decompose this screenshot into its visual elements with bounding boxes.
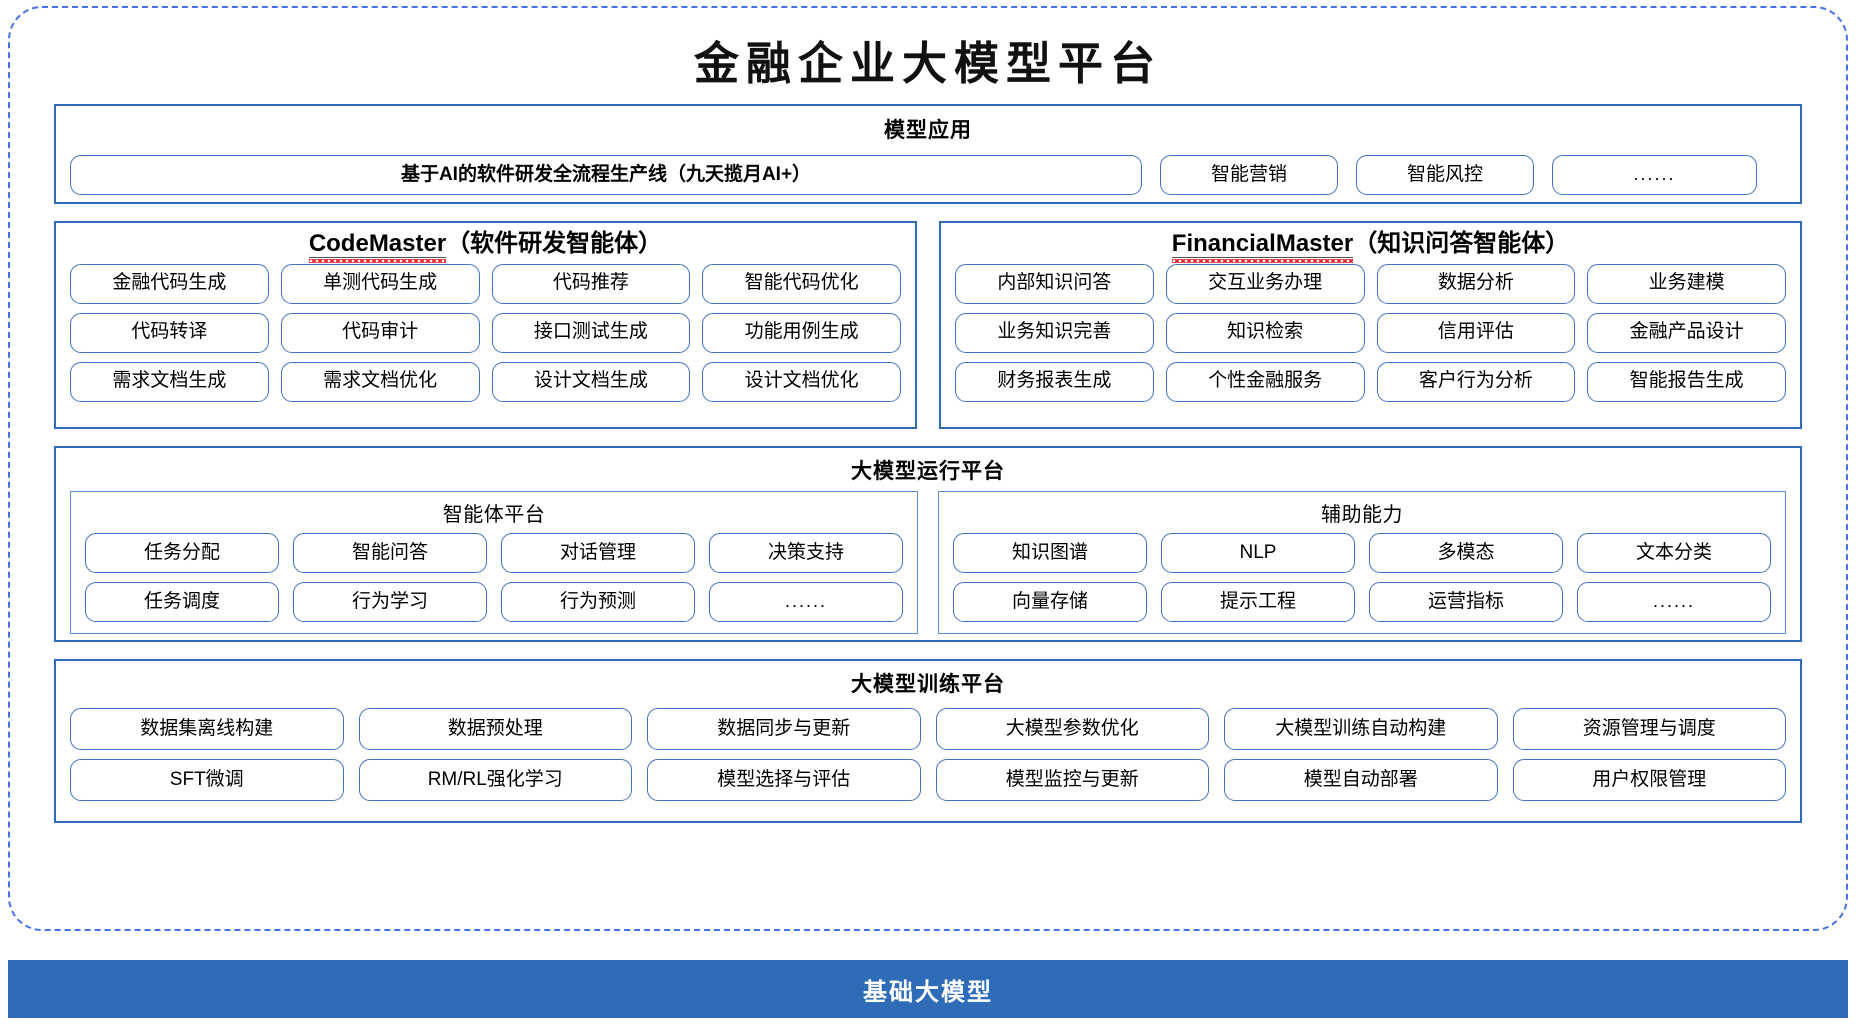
runtime-pill[interactable]: 智能问答 (293, 533, 487, 573)
capability-pill[interactable]: 单测代码生成 (280, 263, 480, 304)
section-training-platform: 大模型训练平台 数据集离线构建 数据预处理 数据同步与更新 大模型参数优化 大模… (54, 659, 1802, 823)
capability-pill[interactable]: 业务建模 (1587, 263, 1786, 304)
section-agent-codemaster: CodeMaster（软件研发智能体） 金融代码生成 单测代码生成 代码推荐 智… (54, 221, 917, 429)
capability-pill[interactable]: 数据分析 (1376, 263, 1576, 304)
training-pill[interactable]: 模型监控与更新 (935, 759, 1209, 801)
section-title-model-applications: 模型应用 (884, 119, 972, 142)
platform-outer-frame: 金融企业大模型平台 模型应用 基于AI的软件研发全流程生产线（九天揽月AI+） … (8, 6, 1848, 931)
capability-pill[interactable]: 财务报表生成 (955, 361, 1154, 402)
runtime-pill[interactable]: 对话管理 (501, 533, 695, 573)
runtime-pill[interactable]: 运营指标 (1369, 582, 1563, 622)
capability-pill[interactable]: 内部知识问答 (955, 263, 1154, 304)
training-pill[interactable]: 模型自动部署 (1224, 759, 1498, 801)
training-pill[interactable]: 数据预处理 (358, 708, 632, 750)
capability-pill[interactable]: 设计文档生成 (491, 361, 691, 402)
runtime-pill[interactable]: 行为预测 (501, 582, 695, 622)
runtime-pill[interactable]: 知识图谱 (953, 533, 1147, 573)
agent-cn-name-financialmaster: （知识问答智能体） (1353, 230, 1570, 257)
agent-platform-grid: 任务分配 智能问答 对话管理 决策支持 任务调度 行为学习 行为预测 .....… (85, 533, 903, 622)
runtime-pill[interactable]: 任务调度 (85, 582, 279, 622)
agent-cn-name-codemaster: （软件研发智能体） (446, 230, 663, 257)
app-pill-more[interactable]: ...... (1552, 155, 1757, 195)
app-pill-ai-sdlc[interactable]: 基于AI的软件研发全流程生产线（九天揽月AI+） (70, 155, 1142, 195)
capability-pill[interactable]: 接口测试生成 (491, 312, 691, 353)
section-model-applications: 模型应用 基于AI的软件研发全流程生产线（九天揽月AI+） 智能营销 智能风控 … (54, 104, 1802, 204)
subsection-title-auxiliary-capability: 辅助能力 (1321, 504, 1403, 526)
subsection-agent-platform: 智能体平台 任务分配 智能问答 对话管理 决策支持 任务调度 行为学习 行为预测… (70, 491, 918, 634)
training-pill[interactable]: 数据同步与更新 (647, 708, 921, 750)
runtime-pill-more[interactable]: ...... (709, 582, 903, 622)
runtime-pill-more[interactable]: ...... (1577, 582, 1771, 622)
agents-row: CodeMaster（软件研发智能体） 金融代码生成 单测代码生成 代码推荐 智… (54, 221, 1802, 429)
runtime-columns: 智能体平台 任务分配 智能问答 对话管理 决策支持 任务调度 行为学习 行为预测… (70, 491, 1786, 634)
runtime-pill[interactable]: 文本分类 (1577, 533, 1771, 573)
auxiliary-capability-grid: 知识图谱 NLP 多模态 文本分类 向量存储 提示工程 运营指标 ...... (953, 533, 1771, 622)
app-pill-smart-risk-control[interactable]: 智能风控 (1356, 155, 1534, 195)
section-agent-financialmaster: FinancialMaster（知识问答智能体） 内部知识问答 交互业务办理 数… (939, 221, 1802, 429)
capability-pill[interactable]: 智能报告生成 (1587, 361, 1786, 402)
training-pill[interactable]: 用户权限管理 (1512, 759, 1786, 801)
runtime-pill[interactable]: 提示工程 (1161, 582, 1355, 622)
runtime-pill[interactable]: 行为学习 (293, 582, 487, 622)
capability-pill[interactable]: 信用评估 (1376, 312, 1576, 353)
subsection-title-agent-platform: 智能体平台 (442, 504, 546, 526)
agent-en-name-financialmaster: FinancialMaster (1171, 230, 1354, 263)
training-pill[interactable]: 模型选择与评估 (647, 759, 921, 801)
agent-capability-grid-codemaster: 金融代码生成 单测代码生成 代码推荐 智能代码优化 代码转译 代码审计 接口测试… (70, 263, 901, 402)
training-pill[interactable]: SFT微调 (70, 759, 344, 801)
capability-pill[interactable]: 交互业务办理 (1165, 263, 1365, 304)
training-pill[interactable]: RM/RL强化学习 (358, 759, 632, 801)
agent-title-financialmaster: FinancialMaster（知识问答智能体） (955, 230, 1786, 263)
capability-pill[interactable]: 需求文档生成 (70, 361, 269, 402)
training-pill[interactable]: 大模型训练自动构建 (1224, 708, 1498, 750)
platform-frame-content: 金融企业大模型平台 模型应用 基于AI的软件研发全流程生产线（九天揽月AI+） … (10, 8, 1846, 929)
agent-capability-grid-financialmaster: 内部知识问答 交互业务办理 数据分析 业务建模 业务知识完善 知识检索 信用评估… (955, 263, 1786, 402)
capability-pill[interactable]: 金融代码生成 (70, 263, 269, 304)
capability-pill[interactable]: 知识检索 (1165, 312, 1365, 353)
section-title-runtime-platform: 大模型运行平台 (851, 460, 1005, 483)
agent-title-codemaster: CodeMaster（软件研发智能体） (70, 230, 901, 263)
runtime-pill[interactable]: 多模态 (1369, 533, 1563, 573)
runtime-pill[interactable]: 任务分配 (85, 533, 279, 573)
capability-pill[interactable]: 功能用例生成 (702, 312, 901, 353)
runtime-pill[interactable]: NLP (1161, 533, 1355, 573)
base-model-label: 基础大模型 (863, 978, 993, 1006)
training-capability-grid: 数据集离线构建 数据预处理 数据同步与更新 大模型参数优化 大模型训练自动构建 … (70, 708, 1786, 801)
training-pill[interactable]: 大模型参数优化 (935, 708, 1209, 750)
subsection-auxiliary-capability: 辅助能力 知识图谱 NLP 多模态 文本分类 向量存储 提示工程 运营指标 ..… (938, 491, 1786, 634)
page-title: 金融企业大模型平台 (693, 37, 1162, 90)
model-applications-row: 基于AI的软件研发全流程生产线（九天揽月AI+） 智能营销 智能风控 .....… (70, 155, 1786, 195)
agent-en-name-codemaster: CodeMaster (308, 230, 447, 263)
training-pill[interactable]: 数据集离线构建 (70, 708, 344, 750)
capability-pill[interactable]: 个性金融服务 (1165, 361, 1365, 402)
section-title-training-platform: 大模型训练平台 (851, 673, 1005, 696)
app-pill-smart-marketing[interactable]: 智能营销 (1160, 155, 1338, 195)
capability-pill[interactable]: 业务知识完善 (955, 312, 1154, 353)
capability-pill[interactable]: 代码推荐 (491, 263, 691, 304)
capability-pill[interactable]: 代码转译 (70, 312, 269, 353)
capability-pill[interactable]: 需求文档优化 (280, 361, 480, 402)
training-pill[interactable]: 资源管理与调度 (1512, 708, 1786, 750)
capability-pill[interactable]: 设计文档优化 (702, 361, 901, 402)
runtime-pill[interactable]: 向量存储 (953, 582, 1147, 622)
base-model-banner: 基础大模型 (8, 960, 1848, 1018)
capability-pill[interactable]: 客户行为分析 (1376, 361, 1576, 402)
capability-pill[interactable]: 金融产品设计 (1587, 312, 1786, 353)
section-runtime-platform: 大模型运行平台 智能体平台 任务分配 智能问答 对话管理 决策支持 任务调度 行… (54, 446, 1802, 642)
capability-pill[interactable]: 智能代码优化 (702, 263, 901, 304)
runtime-pill[interactable]: 决策支持 (709, 533, 903, 573)
capability-pill[interactable]: 代码审计 (280, 312, 480, 353)
